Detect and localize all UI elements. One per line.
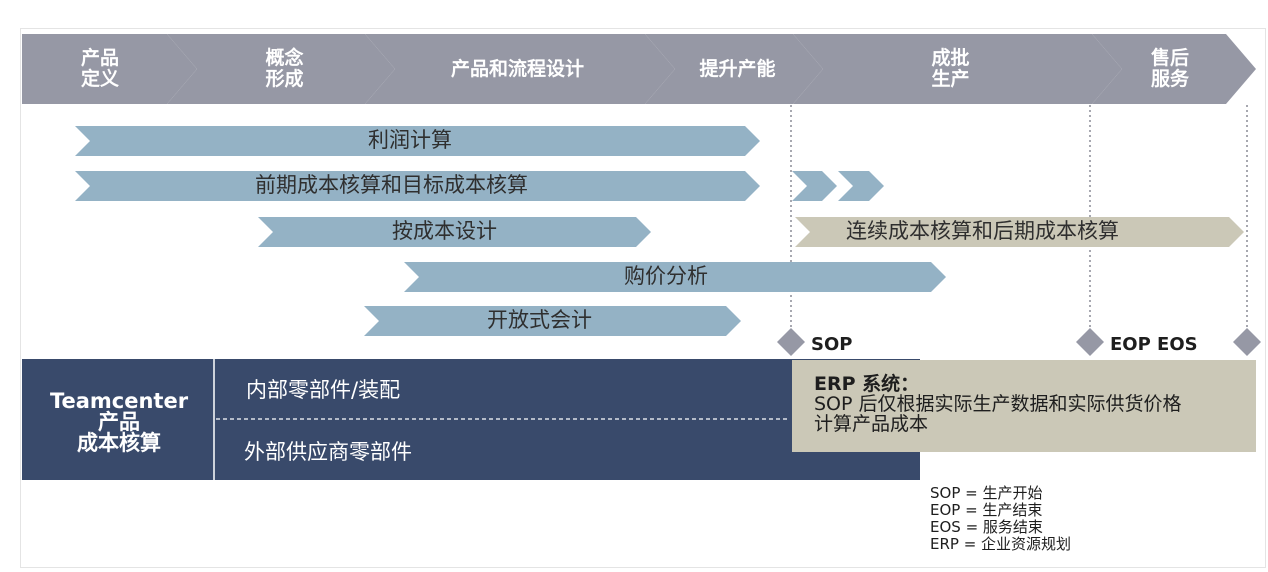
activity-label-profit: 利润计算 (368, 128, 452, 152)
stage-label-ramp-up: 提升产能 (699, 57, 776, 80)
activity-arrow-open-book (364, 306, 741, 336)
teamcenter-title: Teamcenter 产品 成本核算 (24, 382, 214, 462)
activity-arrow-design-to-cost (258, 217, 651, 247)
activity-label-continuous-cost: 连续成本核算和后期成本核算 (846, 219, 1119, 243)
erp-body-line: SOP 后仅根据实际生产数据和实际供货价格 (814, 393, 1182, 415)
stage-chevron-after-sales (1092, 34, 1256, 104)
stage-label-concept: 概念 形成 (265, 47, 304, 90)
stage-label-production: 成批 生产 (931, 47, 970, 90)
activity-label-open-book: 开放式会计 (487, 308, 592, 332)
legend-item: ERP = 企业资源规划 (930, 535, 1072, 553)
activity-arrow-purchase-price (404, 262, 946, 292)
activity-arrow-continuous-cost (795, 217, 1244, 247)
activity-arrow-target-cost (75, 171, 760, 201)
legend-item: EOS = 服务结束 (930, 518, 1043, 536)
stage-chevron-production (793, 34, 1122, 104)
eop-eos-label: EOP EOS (1110, 334, 1198, 355)
stage-chevron-ramp-up (645, 34, 823, 104)
stage-chevron-design (365, 34, 675, 104)
activity-label-target-cost: 前期成本核算和目标成本核算 (255, 173, 528, 197)
stage-chevron-concept (167, 34, 395, 104)
erp-title: ERP 系统： (814, 373, 920, 395)
abbreviation-legend: SOP = 生产开始 EOP = 生产结束 EOS = 服务结束 ERP = 企… (930, 485, 1071, 553)
erp-body-line: 计算产品成本 (814, 413, 929, 435)
activity-label-design-to-cost: 按成本设计 (392, 219, 497, 243)
erp-note-box: ERP 系统： SOP 后仅根据实际生产数据和实际供货价格 计算产品成本 (792, 360, 1256, 452)
stage-label-design: 产品和流程设计 (450, 57, 584, 80)
teamcenter-title-line: 成本核算 (77, 430, 161, 455)
sop-marker-diamond (777, 328, 805, 356)
stage-label-product-definition: 产品 定义 (80, 47, 119, 90)
legend-item: SOP = 生产开始 (930, 484, 1043, 502)
continuation-chevron-1 (792, 171, 837, 201)
teamcenter-title-line: 产品 (98, 409, 140, 434)
diagram-frame (20, 28, 1266, 568)
stage-chevron-product-definition (22, 34, 197, 104)
legend-item: EOP = 生产结束 (930, 501, 1043, 519)
internal-parts-label: 内部零部件/装配 (246, 378, 401, 402)
stage-label-after-sales: 售后 服务 (1150, 47, 1189, 90)
teamcenter-title-line: Teamcenter (49, 388, 189, 413)
eos-marker-diamond (1233, 328, 1261, 356)
activity-label-purchase-price: 购价分析 (624, 264, 708, 288)
continuation-chevron-2 (838, 171, 884, 201)
sop-label: SOP (811, 334, 853, 355)
supplier-parts-label: 外部供应商零部件 (244, 440, 412, 464)
eop-marker-diamond (1076, 328, 1104, 356)
activity-arrow-profit (75, 126, 760, 156)
